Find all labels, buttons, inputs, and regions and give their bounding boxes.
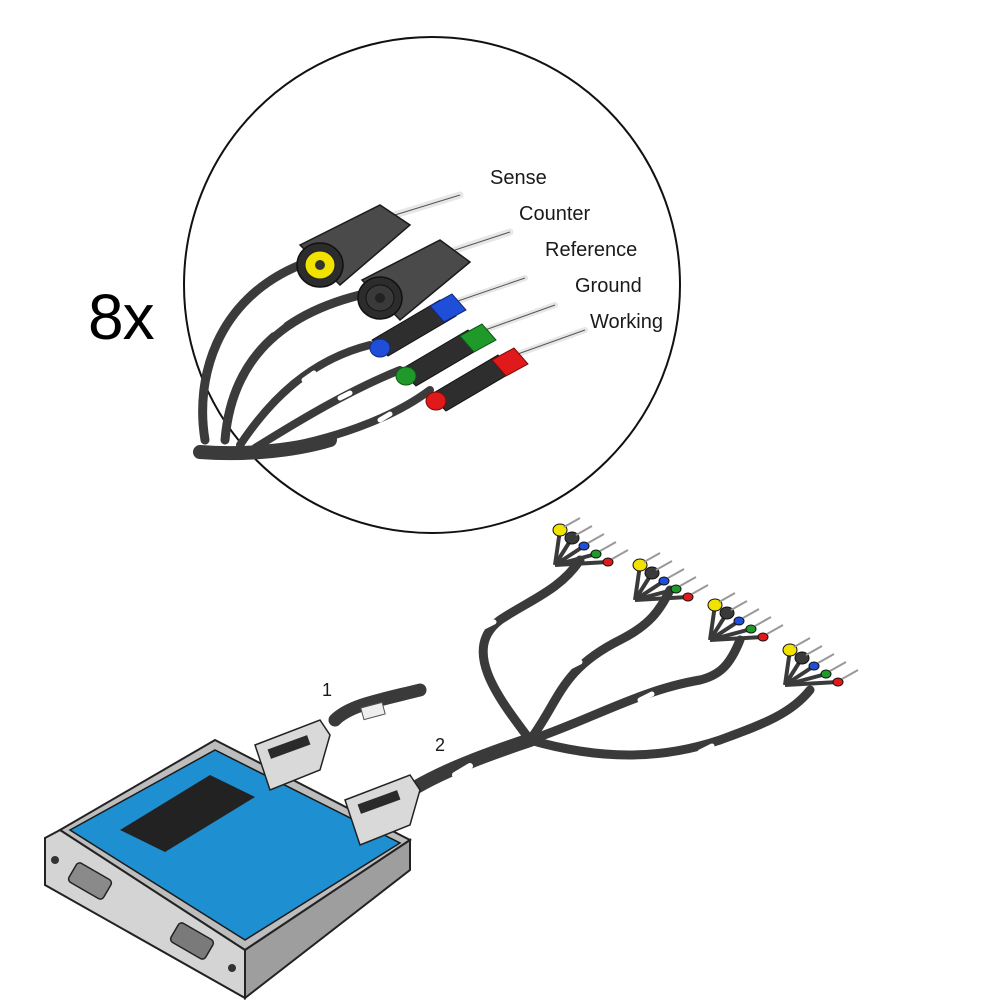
lead-connector-reference: [808, 661, 820, 671]
cable-label-2: 2: [435, 735, 446, 755]
connector-label-reference: Reference: [545, 239, 638, 261]
lead-pin: [742, 608, 760, 619]
connector-label-ground: Ground: [575, 275, 642, 297]
multiplier-label: 8x: [88, 281, 155, 353]
lead-pin: [611, 549, 629, 560]
lead-pin: [575, 525, 593, 536]
lead-pin: [563, 517, 581, 528]
lead-connector-working: [832, 677, 844, 687]
sense-connector: [296, 191, 464, 288]
working-connector: [425, 327, 588, 412]
lead-pin: [841, 669, 859, 680]
lead-pin: [587, 533, 605, 544]
connector-label-working: Working: [590, 311, 663, 333]
lead-connector-ground: [590, 549, 602, 559]
lead-wire: [634, 595, 689, 602]
lead-connector-counter: [794, 651, 810, 665]
device-side-face: [244, 838, 411, 1001]
lead-connector-counter: [644, 566, 660, 580]
lead-wire: [709, 635, 764, 642]
lead-connector-sense: [552, 523, 568, 537]
lead-connector-reference: [733, 616, 745, 626]
lead-pin: [718, 592, 736, 603]
reference-color-band: [429, 293, 467, 323]
cable-label-1: 1: [322, 680, 333, 700]
ground-color-band: [459, 323, 497, 353]
lead-pin: [679, 576, 697, 587]
lead-pin: [643, 552, 661, 563]
lead-connector-working: [757, 632, 769, 642]
lead-pin: [805, 645, 823, 656]
lead-wire: [554, 560, 609, 567]
lead-pin: [766, 624, 784, 635]
lead-pin: [817, 653, 835, 664]
lead-pin: [691, 584, 709, 595]
lead-pin: [793, 637, 811, 648]
lead-connector-sense: [632, 558, 648, 572]
working-color-band: [491, 347, 529, 377]
lead-pin: [655, 560, 673, 571]
lead-connector-sense: [707, 598, 723, 612]
lead-connector-sense: [782, 643, 798, 657]
connector-label-sense: Sense: [490, 167, 547, 189]
lead-connector-working: [682, 592, 694, 602]
ground-connector: [395, 302, 558, 387]
lead-connector-counter: [719, 606, 735, 620]
counter-connector: [357, 228, 514, 322]
lead-connector-reference: [578, 541, 590, 551]
reference-connector: [369, 275, 528, 358]
trunk-cables: [328, 555, 815, 812]
callout-cables: [193, 260, 434, 461]
device-display-panel: [120, 775, 255, 852]
lead-connector-ground: [745, 624, 757, 634]
electrode-leads: [552, 517, 859, 687]
lead-pin: [667, 568, 685, 579]
lead-connector-counter: [564, 531, 580, 545]
lead-wire: [784, 680, 839, 687]
connector-label-counter: Counter: [519, 203, 591, 225]
lead-pin: [730, 600, 748, 611]
lead-connector-reference: [658, 576, 670, 586]
lead-pin: [829, 661, 847, 672]
lead-connector-working: [602, 557, 614, 567]
potentiostat-device: [44, 719, 421, 1001]
lead-pin: [754, 616, 772, 627]
device-top-panel: [68, 749, 402, 941]
lead-connector-ground: [670, 584, 682, 594]
lead-pin: [599, 541, 617, 552]
lead-connector-ground: [820, 669, 832, 679]
